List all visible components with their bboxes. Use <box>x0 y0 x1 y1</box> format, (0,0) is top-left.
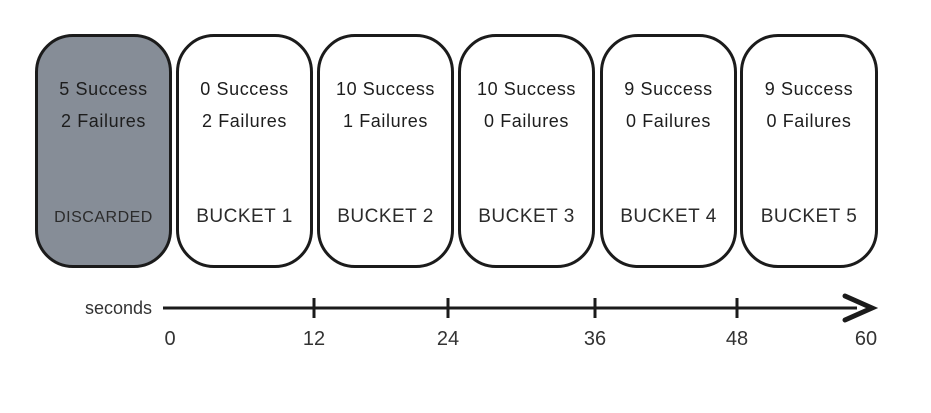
failure-count: 0 Failures <box>766 111 852 131</box>
bucket-2: 10 Success 1 Failures BUCKET 2 <box>317 34 454 268</box>
tick-label-36: 36 <box>583 328 607 350</box>
axis-label: seconds <box>85 298 153 318</box>
failure-count: 2 Failures <box>60 111 147 131</box>
tick-label-12: 12 <box>302 328 326 350</box>
tick-label-24: 24 <box>436 328 460 350</box>
bucket-label: BUCKET 2 <box>337 206 434 227</box>
bucket-5: 9 Success 0 Failures BUCKET 5 <box>740 34 878 268</box>
time-axis-arrow <box>163 293 879 323</box>
bucket-label: BUCKET 4 <box>620 206 717 227</box>
bucket-label: BUCKET 1 <box>196 206 293 227</box>
success-count: 0 Success <box>200 79 289 99</box>
bucket-label: DISCARDED <box>54 209 153 226</box>
failure-count: 0 Failures <box>483 111 570 131</box>
bucket-discarded: 5 Success 2 Failures DISCARDED <box>35 34 172 268</box>
bucket-1: 0 Success 2 Failures BUCKET 1 <box>176 34 313 268</box>
tick-label-0: 0 <box>164 328 176 350</box>
failure-count: 2 Failures <box>201 111 288 131</box>
success-count: 9 Success <box>624 79 713 99</box>
bucket-label: BUCKET 5 <box>760 206 858 227</box>
success-count: 5 Success <box>59 79 148 99</box>
success-count: 10 Success <box>476 79 577 99</box>
failure-count: 1 Failures <box>342 111 429 131</box>
bucket-4: 9 Success 0 Failures BUCKET 4 <box>600 34 737 268</box>
bucket-3: 10 Success 0 Failures BUCKET 3 <box>458 34 595 268</box>
tick-label-48: 48 <box>725 328 749 350</box>
bucket-label: BUCKET 3 <box>478 206 575 227</box>
success-count: 9 Success <box>764 79 854 99</box>
failure-count: 0 Failures <box>625 111 712 131</box>
tick-label-60: 60 <box>854 328 878 350</box>
arrowhead-icon <box>842 293 879 323</box>
success-count: 10 Success <box>335 79 436 99</box>
